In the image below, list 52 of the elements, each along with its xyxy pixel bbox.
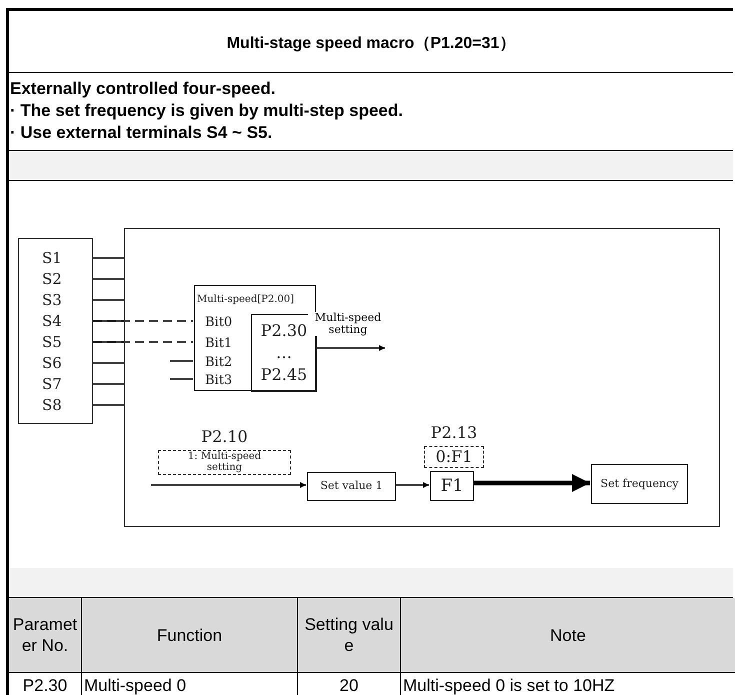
arrow bbox=[315, 345, 385, 351]
parameter-code: … bbox=[276, 342, 292, 364]
connector-line bbox=[170, 360, 193, 362]
parameter-code: P2.45 bbox=[260, 364, 308, 386]
parameter-code: P2.10 bbox=[200, 427, 249, 446]
bit-label: Bit0 bbox=[204, 314, 234, 332]
table-header: Setting value bbox=[304, 614, 394, 656]
terminal-label: S8 bbox=[41, 396, 63, 416]
terminal-block bbox=[18, 238, 93, 424]
terminal-label: S5 bbox=[41, 333, 63, 353]
description-text: · Use external terminals S4 ~ S5. bbox=[10, 123, 272, 143]
table-cell: Multi-speed 0 bbox=[84, 674, 186, 695]
description-text: Externally controlled four-speed. bbox=[10, 79, 276, 99]
connector-line bbox=[93, 383, 124, 385]
connector-line bbox=[170, 378, 193, 380]
connector-line bbox=[93, 320, 193, 322]
bit-label: Bit3 bbox=[204, 372, 234, 390]
table-cell: P2.30 bbox=[22, 674, 68, 695]
table-cell: Multi-speed 0 is set to 10HZ bbox=[403, 674, 615, 695]
terminal-label: S2 bbox=[41, 270, 63, 290]
connector-line bbox=[93, 278, 124, 280]
bit-label: Bit2 bbox=[204, 354, 234, 372]
terminal-label: S4 bbox=[41, 312, 63, 332]
connector-line bbox=[93, 299, 124, 301]
arrow bbox=[395, 482, 429, 488]
parameter-code: P2.30 bbox=[260, 320, 308, 342]
table-cell: 20 bbox=[340, 674, 358, 695]
multi-speed-block bbox=[194, 285, 316, 391]
description-text: · The set frequency is given by multi-step speed. bbox=[10, 101, 403, 121]
parameter-option-box: 1: Multi-speed setting bbox=[158, 450, 291, 475]
terminal-label: S1 bbox=[41, 249, 63, 269]
control-frame bbox=[124, 228, 720, 527]
connector-line bbox=[93, 341, 193, 343]
connector-line bbox=[93, 404, 124, 406]
arrow bbox=[151, 482, 306, 488]
process-box: F1 bbox=[430, 471, 474, 501]
connector-line bbox=[93, 362, 124, 364]
arrow bbox=[473, 474, 590, 492]
connector-line bbox=[93, 257, 124, 259]
table-header: Parameter No. bbox=[12, 614, 78, 656]
block-heading: Multi-speed[P2.00] bbox=[197, 294, 294, 305]
parameter-option-box: 0:F1 bbox=[424, 446, 484, 468]
bit-label: Bit1 bbox=[204, 335, 234, 353]
process-box: Set frequency bbox=[591, 464, 688, 504]
process-box: Set value 1 bbox=[307, 472, 396, 501]
terminal-label: S3 bbox=[41, 291, 63, 311]
terminal-label: S6 bbox=[41, 354, 63, 374]
title: Multi-stage speed macro（P1.20=31） bbox=[226, 34, 516, 54]
table-header: Function bbox=[156, 624, 222, 646]
parameter-code: P2.13 bbox=[430, 423, 478, 442]
table-header: Note bbox=[550, 624, 586, 646]
terminal-label: S7 bbox=[41, 375, 63, 395]
